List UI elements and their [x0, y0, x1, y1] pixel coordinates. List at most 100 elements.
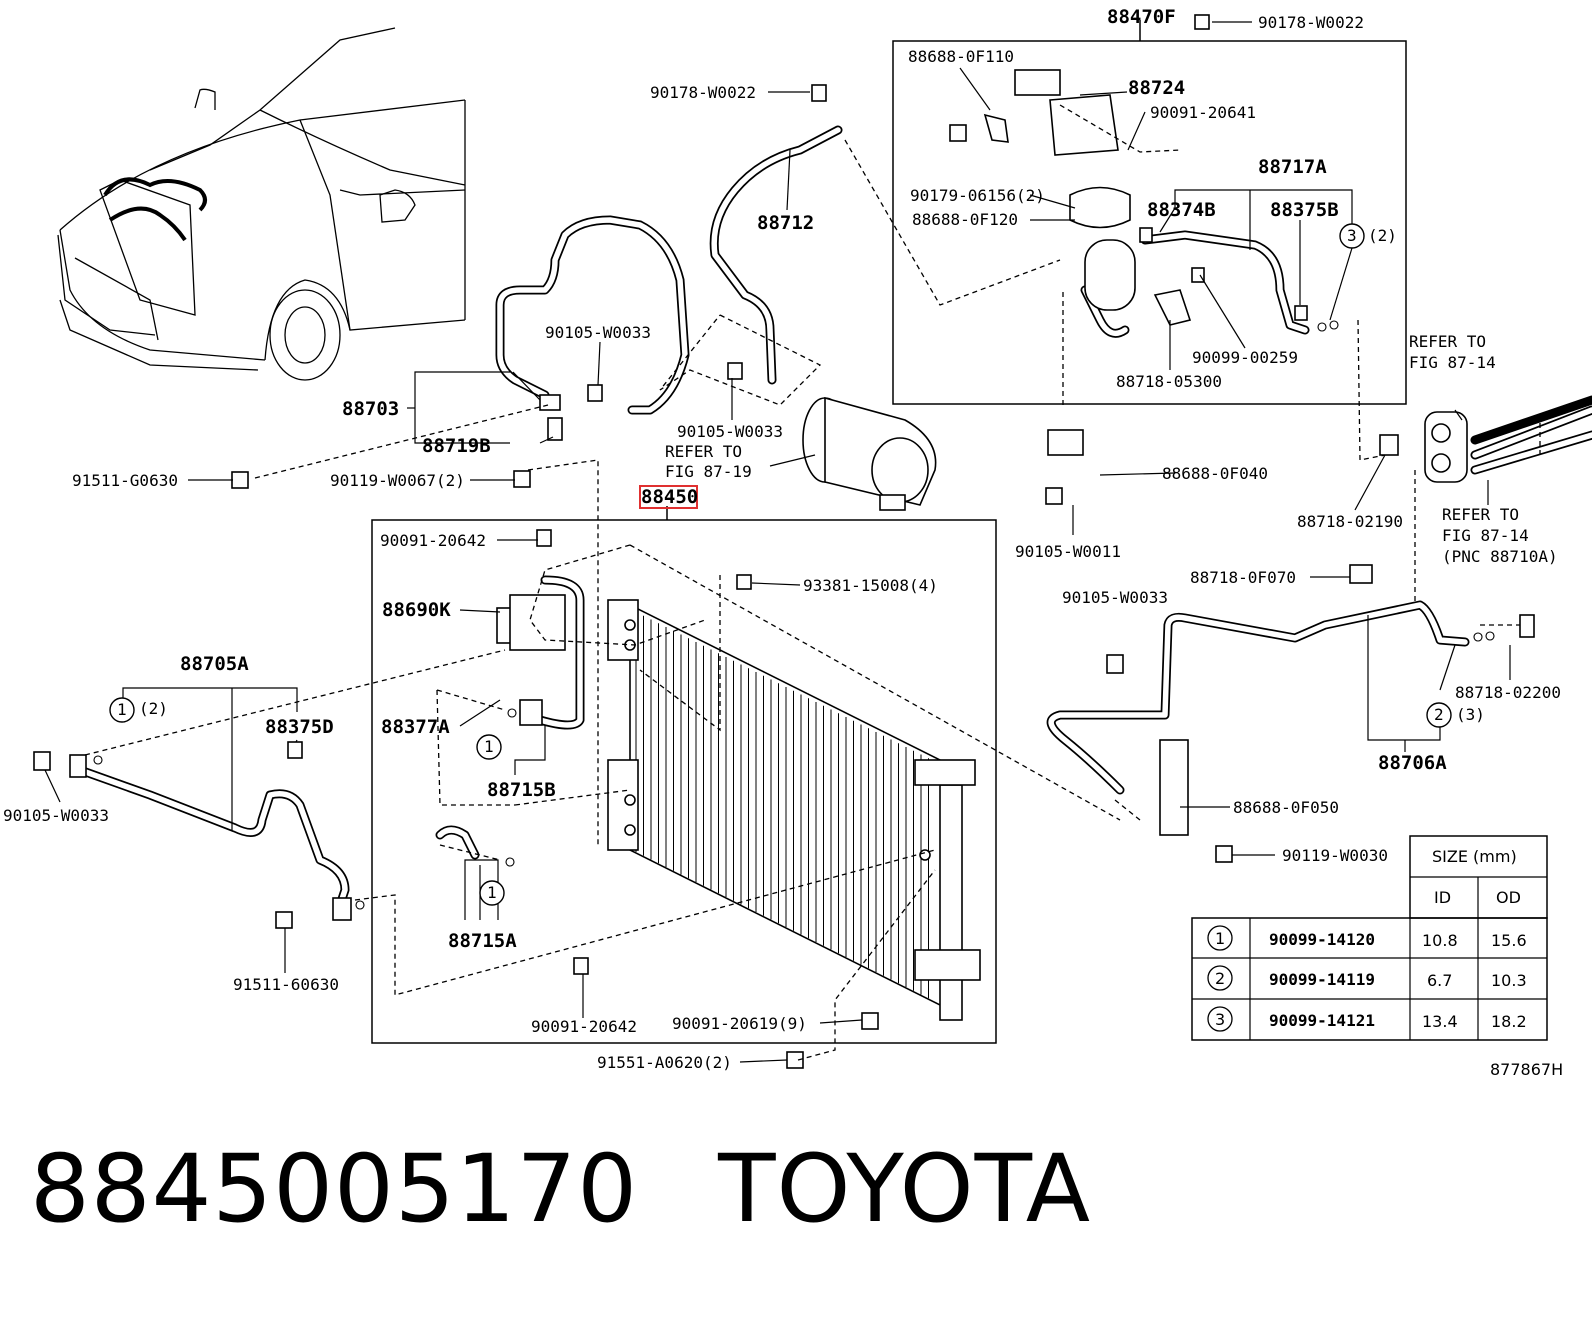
label-88375B: 88375B [1270, 199, 1339, 221]
size-table-row: 2 90099-14119 6.7 10.3 [1207, 965, 1527, 991]
size-table-od: 18.2 [1491, 1012, 1527, 1031]
footer-brand: TOYOTA [718, 1135, 1092, 1244]
label-88470F: 88470F [1107, 6, 1176, 28]
label-90091-20641: 90091-20641 [1150, 103, 1256, 122]
label-90119-W0030: 90119-W0030 [1282, 846, 1388, 865]
leader-lines [44, 21, 1511, 1063]
label-91511-60630: 91511-60630 [233, 975, 339, 994]
label-90179-06156: 90179-06156(2) [910, 186, 1045, 205]
bolts [33, 14, 1233, 1069]
label-90178-W0022: 90178-W0022 [1258, 13, 1364, 32]
receiver-kit-box [892, 40, 1407, 405]
label-qty-2: (2) [1368, 226, 1397, 245]
size-table-mark: 2 [1215, 969, 1225, 988]
marker-circle-1 [109, 697, 135, 723]
label-88450: 88450 [641, 486, 698, 508]
size-markers [109, 223, 1452, 906]
label-88718-02190: 88718-02190 [1297, 512, 1403, 531]
label-88703: 88703 [342, 398, 399, 420]
size-table-part: 90099-14120 [1269, 930, 1375, 949]
label-88719B: 88719B [422, 435, 491, 457]
label-90091-20619: 90091-20619(9) [672, 1014, 807, 1033]
label-88688-0F040: 88688-0F040 [1162, 464, 1268, 483]
label-88717A: 88717A [1258, 156, 1327, 178]
label-88375D: 88375D [265, 716, 334, 738]
condenser-assembly-box [371, 519, 997, 1044]
label-88374B: 88374B [1147, 199, 1216, 221]
marker-circle-1 [479, 880, 505, 906]
label-90099-00259: 90099-00259 [1192, 348, 1298, 367]
marker-circle-3 [1339, 223, 1365, 249]
label-88688-0F110: 88688-0F110 [908, 47, 1014, 66]
receiver-parts [949, 69, 1308, 326]
dashed-lines [84, 104, 1541, 1061]
size-table-col-id: ID [1434, 888, 1451, 907]
size-table-title: SIZE (mm) [1432, 847, 1517, 866]
size-table-row: 1 90099-14120 10.8 15.6 [1207, 925, 1527, 951]
size-table-mark: 1 [1215, 929, 1225, 948]
marker-text-1c: 1 [487, 883, 497, 902]
figure-reference-code: 877867H [1490, 1060, 1563, 1079]
label-88688-0F120: 88688-0F120 [912, 210, 1018, 229]
label-90091-20642: 90091-20642 [380, 531, 486, 550]
size-table-od: 15.6 [1491, 931, 1527, 950]
size-table-id: 13.4 [1422, 1012, 1458, 1031]
label-refer-to-1: REFER TO [665, 442, 742, 461]
label-93381-15008: 93381-15008(4) [803, 576, 938, 595]
label-refer-to-2: REFER TO [1409, 332, 1486, 351]
label-88718-0F070: 88718-0F070 [1190, 568, 1296, 587]
marker-circle-2 [1426, 702, 1452, 728]
pipes [75, 125, 1592, 910]
label-fig-87-14-b: FIG 87-14 [1442, 526, 1529, 545]
vehicle-illustration [57, 27, 466, 381]
label-90105-W0033-c: 90105-W0033 [1062, 588, 1168, 607]
label-fig-87-14: FIG 87-14 [1409, 353, 1496, 372]
label-qty-2-b: (2) [139, 699, 168, 718]
footer-caption: 8845005170 TOYOTA [30, 1135, 1171, 1244]
size-table-mark: 3 [1215, 1010, 1225, 1029]
size-table-part: 90099-14121 [1269, 1011, 1375, 1030]
label-fig-87-19: FIG 87-19 [665, 462, 752, 481]
label-qty-3: (3) [1456, 705, 1485, 724]
condenser-core [607, 599, 981, 1021]
label-88712: 88712 [757, 212, 814, 234]
label-refer-to-3: REFER TO [1442, 505, 1519, 524]
label-88706A: 88706A [1378, 752, 1447, 774]
label-88705A: 88705A [180, 653, 249, 675]
connector-blocks [69, 394, 1535, 921]
size-table-part: 90099-14119 [1269, 970, 1375, 989]
footer-part-number: 8845005170 [30, 1135, 639, 1244]
size-table-col-od: OD [1496, 888, 1521, 907]
marker-text-3: 3 [1347, 226, 1357, 245]
label-90105-W0011: 90105-W0011 [1015, 542, 1121, 561]
label-90105-W0033-b: 90105-W0033 [677, 422, 783, 441]
marker-circle-1 [476, 734, 502, 760]
highlight-88450 [639, 485, 698, 509]
label-88688-0F050: 88688-0F050 [1233, 798, 1339, 817]
label-88690K: 88690K [382, 599, 451, 621]
marker-text-2: 2 [1434, 705, 1444, 724]
label-91551-A0620: 91551-A0620(2) [597, 1053, 732, 1072]
label-91511-G0630: 91511-G0630 [72, 471, 178, 490]
label-88715B: 88715B [487, 779, 556, 801]
size-table-id: 10.8 [1422, 931, 1458, 950]
label-88377A: 88377A [381, 716, 450, 738]
label-90105-W0033-d: 90105-W0033 [3, 806, 109, 825]
label-90105-W0033: 90105-W0033 [545, 323, 651, 342]
part-labels: 88470F 90178-W0022 90178-W0022 88688-0F1… [3, 6, 1563, 1079]
label-pnc-88710a: (PNC 88710A) [1442, 547, 1558, 566]
label-88718-02200: 88718-02200 [1455, 683, 1561, 702]
label-88724: 88724 [1128, 77, 1185, 99]
ac-parts-diagram: 88470F 90178-W0022 90178-W0022 88688-0F1… [3, 6, 1592, 1079]
label-90178-W0022-b: 90178-W0022 [650, 83, 756, 102]
label-90119-W0067: 90119-W0067(2) [330, 471, 465, 490]
size-table-row: 3 90099-14121 13.4 18.2 [1207, 1006, 1527, 1032]
compressor [802, 396, 937, 511]
size-table-id: 6.7 [1427, 971, 1452, 990]
label-90091-20642-b: 90091-20642 [531, 1017, 637, 1036]
label-88718-05300: 88718-05300 [1116, 372, 1222, 391]
size-table-od: 10.3 [1491, 971, 1527, 990]
marker-text-1a: 1 [117, 700, 127, 719]
marker-text-1b: 1 [484, 737, 494, 756]
label-88715A: 88715A [448, 930, 517, 952]
